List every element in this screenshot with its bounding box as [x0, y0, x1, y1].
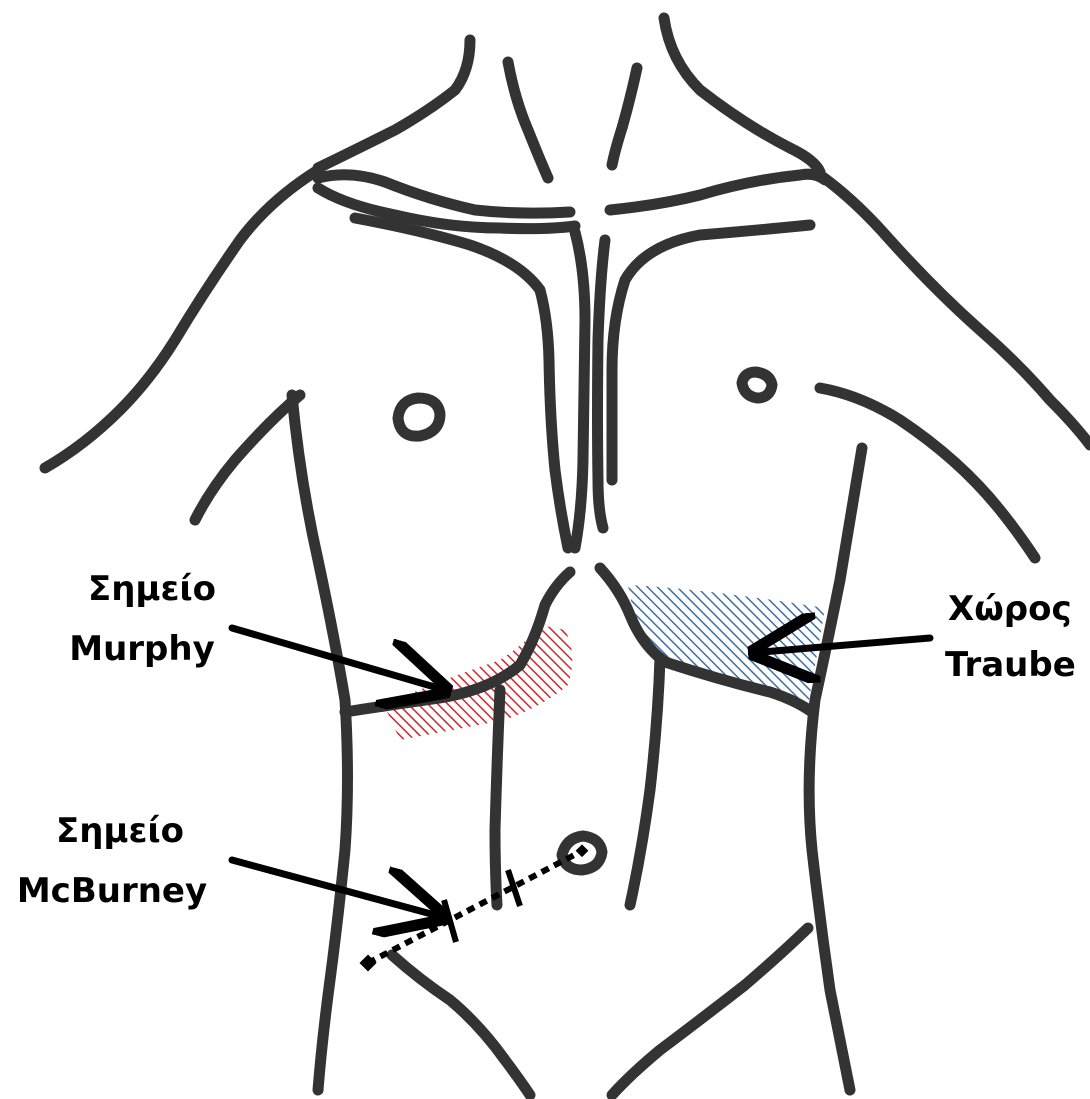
mcburney-label-line1: Σημείο	[56, 811, 184, 851]
clavicle-right	[610, 174, 825, 210]
left-shoulder-arm	[45, 170, 318, 468]
left-pectoral-line	[355, 218, 568, 548]
traube-label-line1: Χώρος	[948, 589, 1072, 629]
neck-muscle-right	[612, 68, 637, 165]
left-torso-side	[292, 395, 348, 1090]
sternum-right	[598, 240, 606, 528]
umbilicus-marker	[576, 844, 589, 857]
mcburney-label-line2: McBurney	[17, 871, 207, 911]
right-abdominal-line	[630, 658, 660, 905]
murphy-label-line2: Murphy	[69, 629, 215, 669]
neck-muscle-left	[508, 62, 548, 178]
left-nipple	[398, 398, 440, 436]
murphy-label-line1: Σημείο	[88, 569, 216, 609]
right-nipple	[742, 372, 772, 398]
right-inguinal-line	[612, 928, 808, 1095]
left-abdominal-line	[495, 690, 500, 905]
right-pectoral-line	[612, 225, 810, 480]
neck-left-line	[318, 40, 470, 168]
sternum-left	[575, 232, 585, 548]
neck-right-line	[664, 18, 820, 172]
left-arm-inner	[195, 395, 300, 520]
traube-label-line2: Traube	[945, 645, 1076, 685]
anterior-superior-iliac-spine-marker	[360, 955, 377, 972]
right-torso-side	[809, 448, 862, 1090]
left-inguinal-line	[392, 955, 530, 1095]
